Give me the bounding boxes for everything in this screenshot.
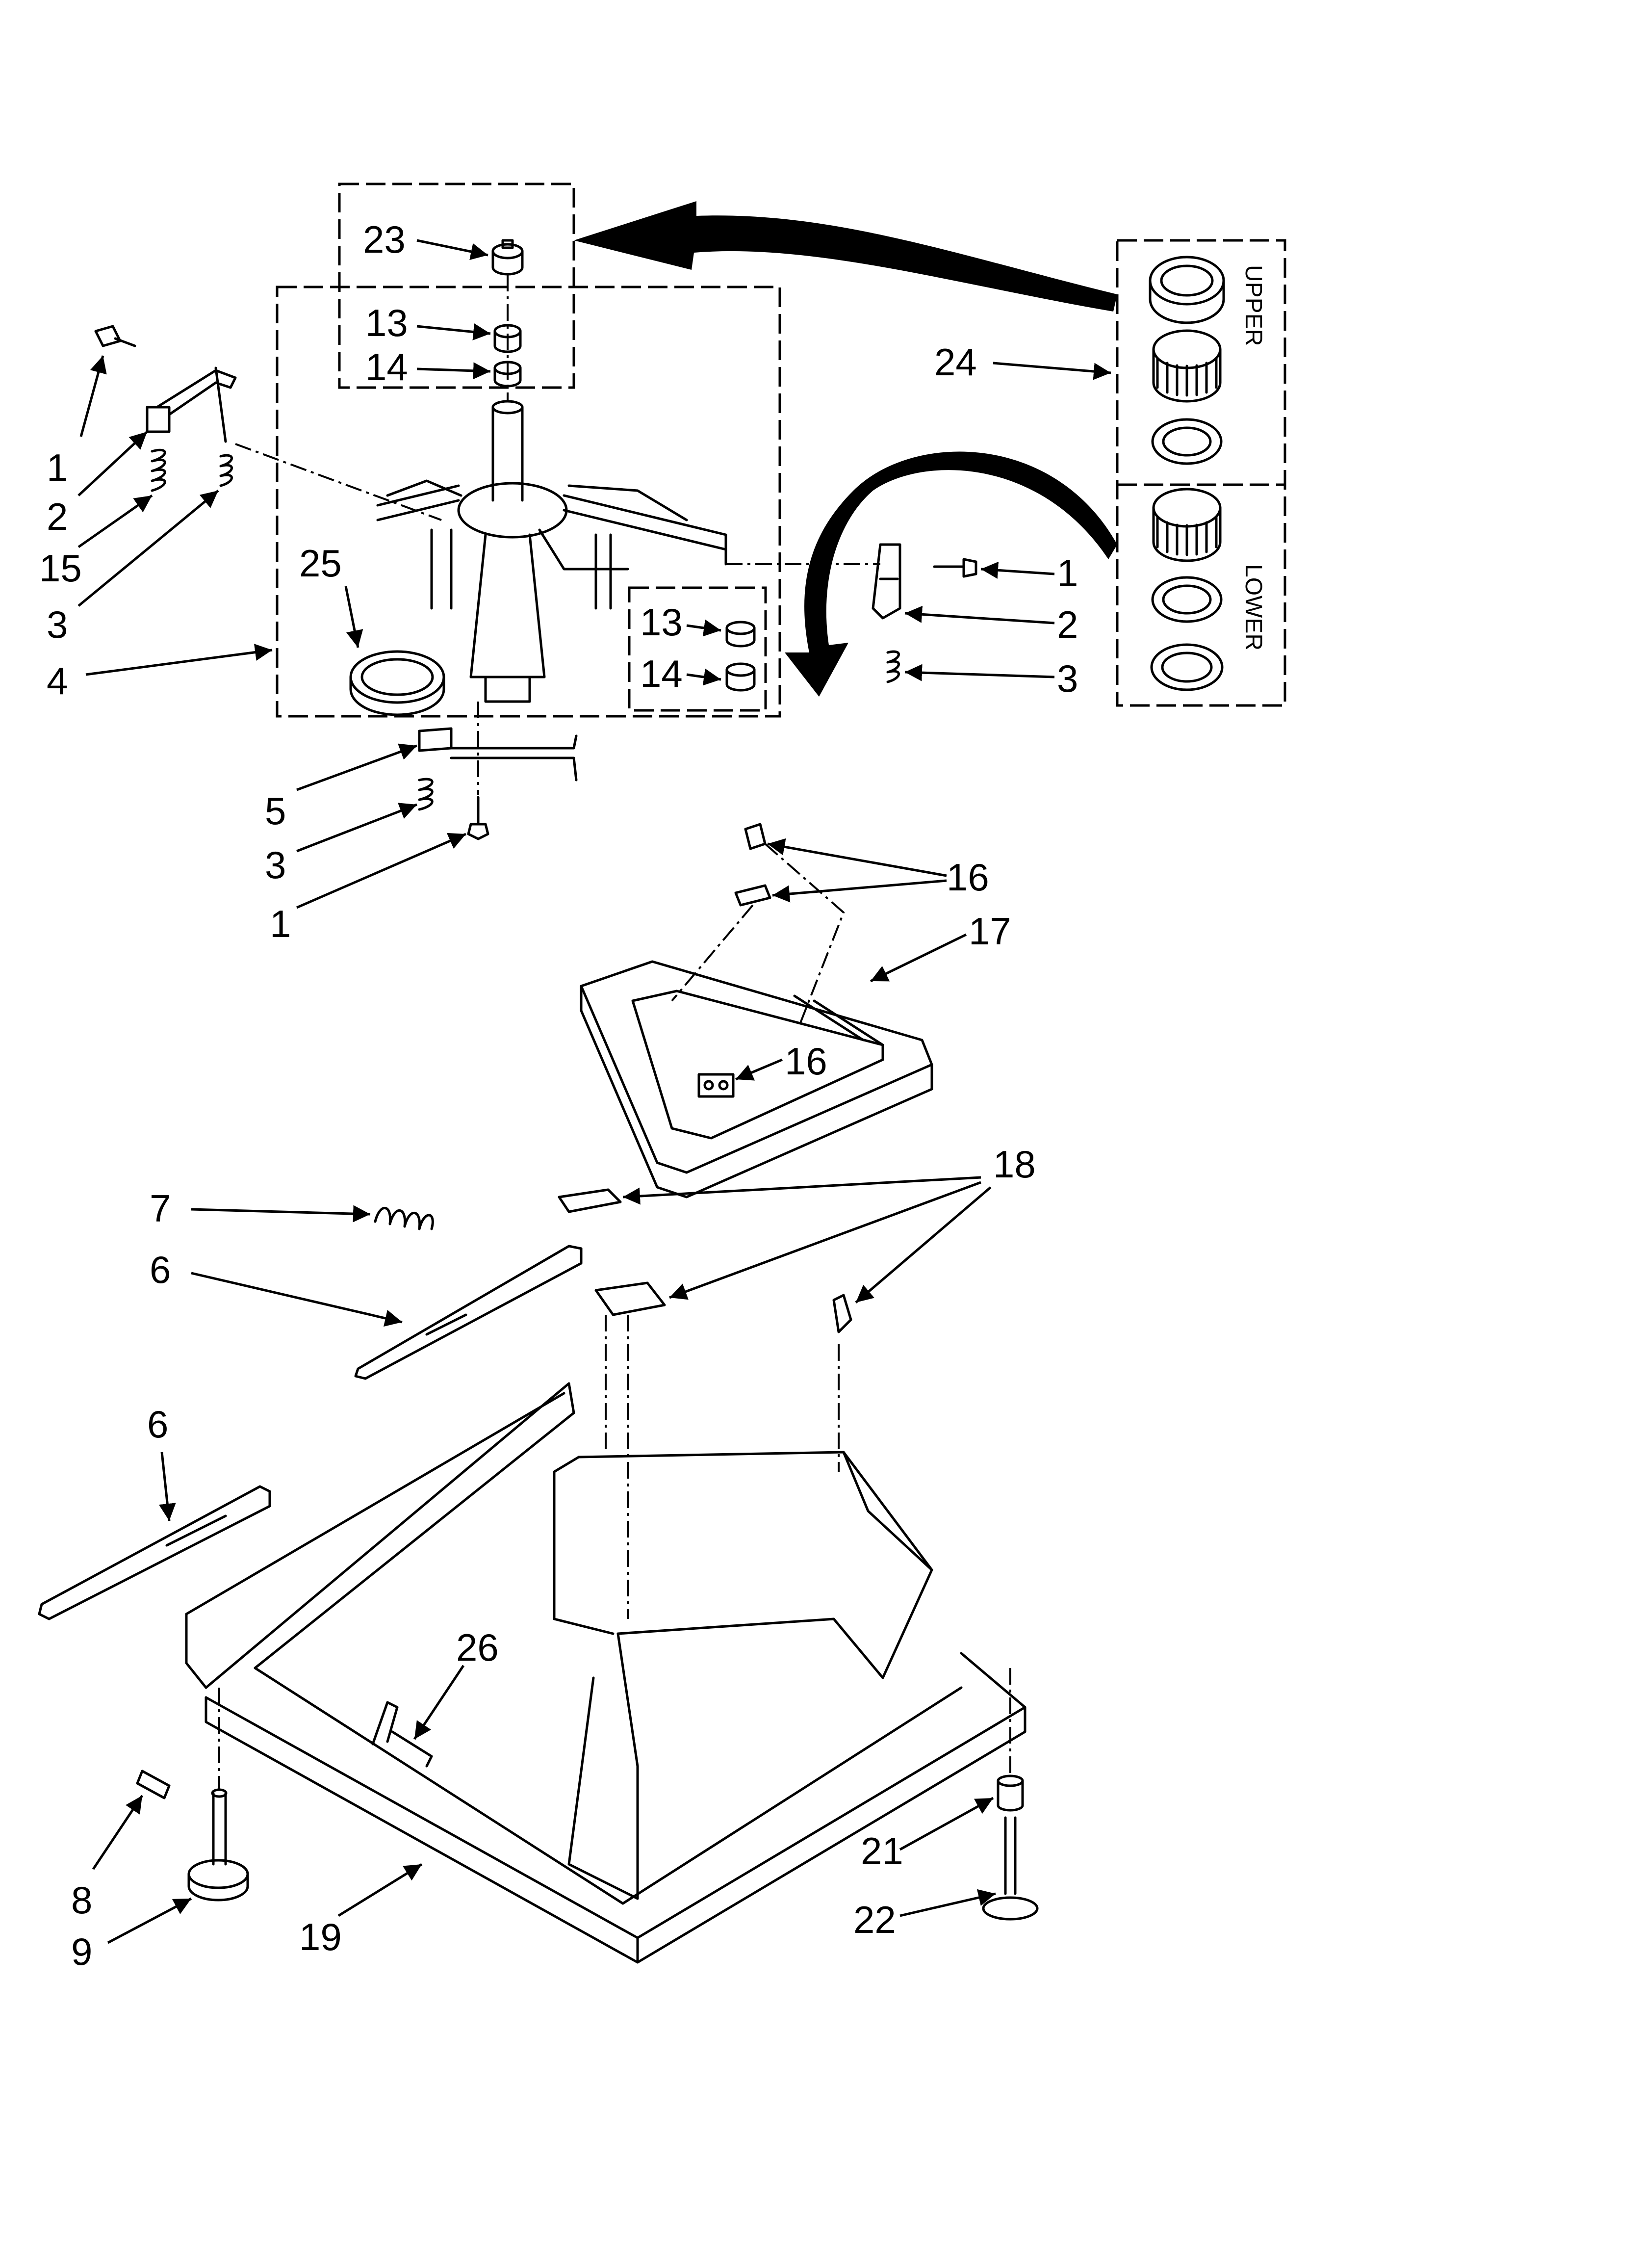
right-bracket-2 xyxy=(872,543,901,620)
screw-1-right xyxy=(933,558,977,578)
spring-3-left xyxy=(219,454,233,487)
lower-kit-arrow xyxy=(785,451,1117,697)
callout-9: 9 xyxy=(71,1930,92,1973)
callout-4: 4 xyxy=(47,659,68,703)
callout-14-upper: 14 xyxy=(365,345,408,389)
bearing-kit-box xyxy=(1116,239,1286,707)
callout-3-bottom: 3 xyxy=(265,843,286,886)
cabinet-base-19 xyxy=(185,1382,1026,1964)
callout-13-upper: 13 xyxy=(365,301,408,344)
pad-18-b xyxy=(594,1281,666,1316)
callout-19: 19 xyxy=(299,1915,342,1958)
callout-3-left: 3 xyxy=(47,603,68,646)
bracket-6-upper xyxy=(354,1245,583,1380)
spring-15 xyxy=(151,448,166,492)
callout-21: 21 xyxy=(861,1829,903,1873)
upper-kit-label: UPPER xyxy=(1240,265,1266,346)
callout-13-lower: 13 xyxy=(640,600,683,644)
bearing-13-lower xyxy=(725,621,756,648)
pad-18-c xyxy=(832,1294,852,1333)
wire-clip-26 xyxy=(371,1701,433,1768)
suspension-frame-17 xyxy=(580,960,933,1199)
leg-pin-8 xyxy=(136,1770,171,1799)
callout-3-right: 3 xyxy=(1057,657,1078,700)
lower-bearing-rings xyxy=(1150,488,1224,691)
callout-14-lower: 14 xyxy=(640,652,683,695)
mechanism-base xyxy=(376,400,727,703)
callout-25: 25 xyxy=(299,542,342,585)
callout-2-left: 2 xyxy=(47,495,68,538)
callout-16-top: 16 xyxy=(947,856,989,899)
callout-26: 26 xyxy=(456,1626,499,1669)
callout-2-right: 2 xyxy=(1057,603,1078,646)
spring-3-right xyxy=(886,650,900,683)
suspension-assembly-box xyxy=(276,286,781,718)
callout-1-bottom: 1 xyxy=(270,902,291,945)
screw-1-left xyxy=(94,325,136,347)
left-bracket-2 xyxy=(146,366,237,443)
callout-6-lower: 6 xyxy=(147,1403,168,1446)
pad-18-a xyxy=(558,1188,622,1213)
callout-labels: 23 13 14 24 1 2 15 3 4 25 13 14 1 2 3 5 … xyxy=(39,218,1078,1973)
callout-23: 23 xyxy=(363,218,406,261)
callout-18: 18 xyxy=(993,1143,1036,1186)
pad-16-b xyxy=(734,884,771,907)
drive-bushing-23 xyxy=(491,239,524,276)
callout-5: 5 xyxy=(265,789,286,833)
callout-15: 15 xyxy=(39,547,82,590)
callout-1-left: 1 xyxy=(47,446,68,489)
callout-6-upper: 6 xyxy=(150,1248,171,1291)
pad-16-c xyxy=(697,1073,735,1098)
callout-24: 24 xyxy=(934,340,977,384)
seal-ring-25 xyxy=(349,650,445,716)
callout-8: 8 xyxy=(71,1878,92,1922)
foot-sleeve-21 xyxy=(997,1774,1024,1812)
callout-22: 22 xyxy=(853,1898,896,1941)
spring-3-bottom xyxy=(418,778,434,811)
upper-bearing-rings xyxy=(1149,256,1225,465)
callout-17: 17 xyxy=(969,910,1011,953)
spring-7 xyxy=(374,1206,434,1230)
screw-1-bottom xyxy=(467,796,489,840)
callout-16-frame: 16 xyxy=(785,1040,827,1083)
lower-kit-label: LOWER xyxy=(1240,564,1266,651)
leader-lines xyxy=(77,239,1111,1944)
pad-16-a xyxy=(744,823,767,850)
leveling-leg-9 xyxy=(187,1788,249,1902)
upper-kit-arrow xyxy=(574,201,1117,312)
lower-bearing-box xyxy=(628,586,767,712)
bracket-6-lower xyxy=(38,1485,271,1620)
callout-1-right: 1 xyxy=(1057,551,1078,595)
callout-7: 7 xyxy=(150,1187,171,1230)
bearing-14-lower xyxy=(725,662,756,692)
leveling-foot-22 xyxy=(982,1816,1039,1921)
bottom-bracket-5 xyxy=(418,727,578,782)
